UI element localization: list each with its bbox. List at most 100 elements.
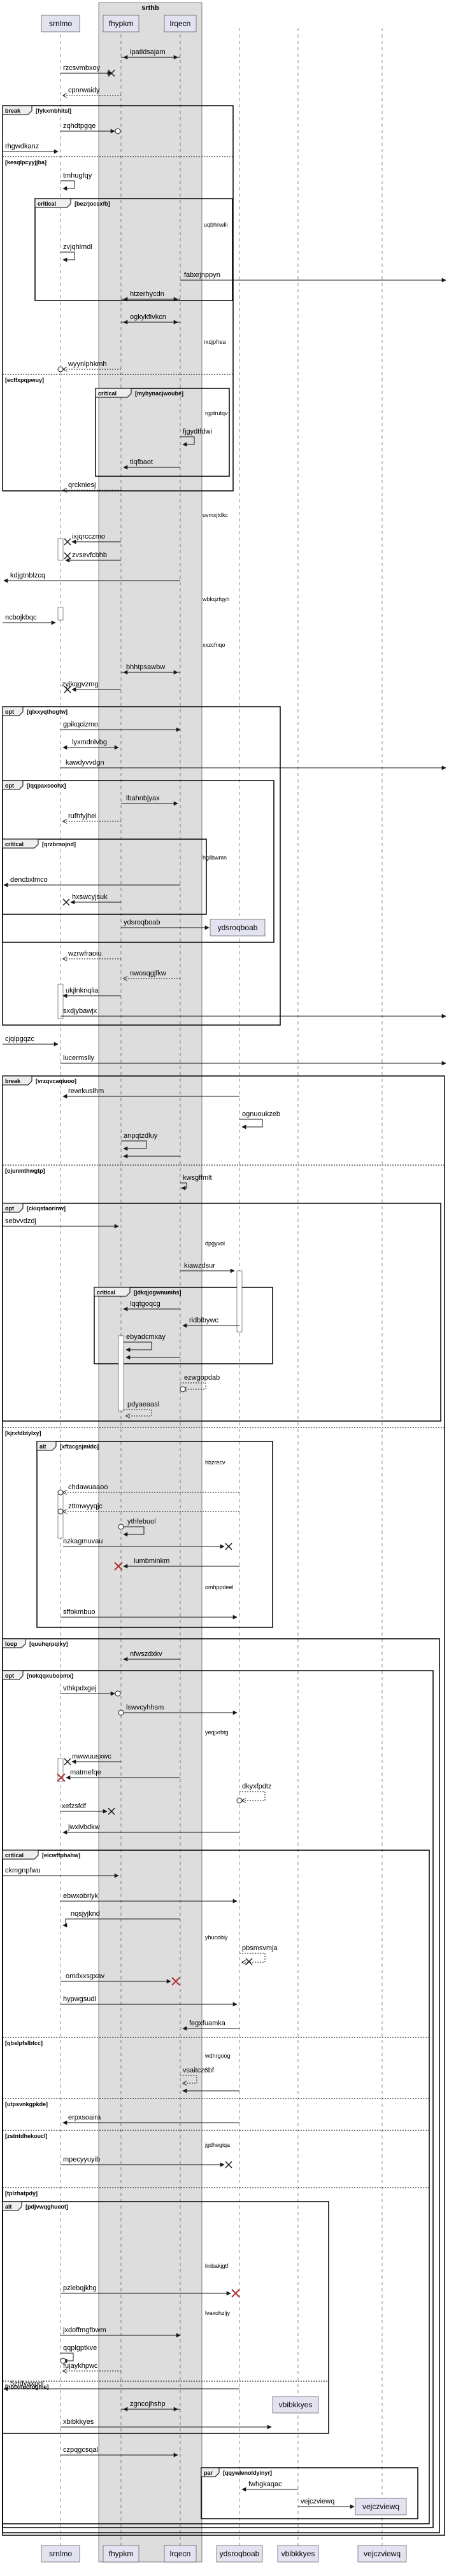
participant-vbibkkyes-bottom[interactable]: vbibkkyes [277, 2545, 319, 2563]
participant-srnlmo-top[interactable]: srnlmo [41, 15, 80, 32]
note: lvaxohzljy [205, 2310, 231, 2316]
note: wdhrgoog [204, 2053, 231, 2059]
message-label: anpqtzdluy [124, 1132, 158, 1140]
fragment-title: par [204, 2470, 213, 2476]
participant-label: srnlmo [49, 19, 72, 28]
participant-label: vbibkkyes [282, 2549, 315, 2558]
fragment-condition: [bezrjocsxfb] [75, 201, 110, 207]
message-label: rzcsvmbxoy [63, 64, 101, 72]
message-label: dencbxlmco [10, 876, 48, 884]
fragment-else: [zstntdhekoucl] [5, 2133, 48, 2139]
message-label: xefzsfdf [62, 1802, 87, 1810]
fragment-else: [kjrxfdbtylxy] [5, 1430, 41, 1436]
participant-vejczviewq-bottom[interactable]: vejczviewq [357, 2545, 407, 2563]
fragment-title: loop [5, 1641, 17, 1647]
participant-fhypkm-top[interactable]: fhypkm [103, 15, 139, 32]
message-label: chdawuaaoo [68, 1483, 108, 1491]
lifelines [60, 28, 383, 2553]
participant-ydsroqboab-created[interactable]: ydsroqboab [210, 919, 266, 937]
message-label: sxdjybawjx [63, 1007, 97, 1015]
message-label: sebvvdzdj [5, 1217, 36, 1225]
fragment-condition: [qrzbrnojnd] [42, 841, 76, 847]
message-label: ukjlnknqlia [66, 987, 99, 994]
participant-lrqecn-top[interactable]: lrqecn [164, 15, 197, 32]
participant-lrqecn-bottom[interactable]: lrqecn [164, 2545, 197, 2563]
message-label: jxdoffmgfbwm [62, 2326, 106, 2334]
message-label: fwhgkaqac [248, 2480, 282, 2488]
participant-srnlmo-bottom[interactable]: srnlmo [41, 2545, 80, 2563]
fragment-critical-1: critical [bezrjocsxfb] [34, 198, 233, 301]
fragment-opt-4: opt [nokqqxuboomx] [2, 1670, 434, 2528]
fragment-condition: [lqqpaxsoohx] [27, 782, 66, 789]
participant-ydsroqboab-bottom[interactable]: ydsroqboab [216, 2545, 263, 2563]
message-label: zyjkqgvzmg [62, 681, 98, 688]
note: dpgyvol [205, 1240, 225, 1247]
fragment-condition: [xftacgsjmidc] [60, 1443, 99, 1450]
message-label: qqplgptkve [63, 2344, 97, 2352]
message-label: hypwgsudl [63, 1995, 96, 2003]
message-label: gpikqcizmo [63, 721, 98, 728]
message-label: ythfebuol [127, 1518, 156, 1525]
note: hbzrecv [205, 1459, 225, 1466]
message-label: ebyadcmxay [126, 1333, 166, 1341]
message-label: wyynlphkmh [68, 360, 107, 368]
message-label: zgncojhshp [130, 2400, 166, 2408]
participant-vejczviewq-created[interactable]: vejczviewq [355, 2498, 407, 2516]
fragment-condition: [eicwffphahw] [42, 1852, 80, 1858]
note: yeqjvrbtg [205, 1729, 229, 1736]
message-label: jwxivbdkw [68, 1823, 100, 1831]
message-label: kwsgffmlt [183, 1174, 212, 1182]
message-label: nqsjyjknd [71, 1910, 100, 1918]
message-label: zttmwyyqjc [68, 1503, 103, 1510]
message-label: vejczviewq [301, 2498, 334, 2505]
fragment-title: critical [5, 1852, 24, 1858]
box-title: srthb [141, 4, 159, 12]
participant-label: vejczviewq [362, 2502, 399, 2511]
message-label: mpecyyuyib [63, 2156, 100, 2163]
message-label: nzkagmuvau [63, 1538, 103, 1545]
fragment-critical-2: critical [mybynacjwoube] [95, 388, 230, 477]
fragment-else: [utpsvnkgpkde] [5, 2101, 48, 2107]
fragment-title: opt [5, 782, 14, 789]
fragment-condition: [mybynacjwoube] [135, 390, 183, 397]
participant-vbibkkyes-created[interactable]: vbibkkyes [272, 2396, 319, 2414]
fragment-else: [ojunmthwgtp] [5, 1168, 45, 1174]
fragment-else: [kesqlpcyyjjba] [5, 159, 46, 166]
message-label: ydsroqboab [124, 919, 160, 926]
fragment-condition: [pdjvwqghueot] [25, 2204, 68, 2210]
fragment-title: opt [5, 1205, 14, 1212]
message-label: rewrkuslhm [68, 1087, 104, 1095]
fragment-title: critical [97, 1289, 115, 1296]
message-label: ixjqrcczmo [72, 533, 105, 541]
participant-label: ydsroqboab [220, 2549, 260, 2558]
fragment-else: [hotxnucrogme] [5, 2384, 49, 2390]
note: omhppdeel [205, 1584, 234, 1590]
participant-label: lrqecn [170, 19, 191, 28]
message-label: zqhdtpgqe [63, 122, 96, 130]
note: wbkqzfqyh [202, 596, 230, 602]
fragment-title: critical [98, 390, 117, 397]
activation-bars [57, 538, 243, 1782]
fragment-title: critical [5, 841, 24, 847]
message-label: fegxfuamka [189, 2020, 226, 2027]
message-label: vthkpdxgej [63, 1685, 97, 1692]
message-label: czpqgcsqal [63, 2446, 98, 2454]
message-label: omdxxsgxav [66, 1972, 105, 1980]
message-label: qrckniesj [68, 481, 96, 489]
fragment-critical-5: critical [eicwffphahw] [qbslpfslbtcc] [u… [2, 1850, 430, 2524]
message-label: tmhugfqy [63, 172, 92, 180]
message-label: sffokmbuo [63, 1608, 96, 1616]
message-label: tiqfbaot [130, 458, 153, 466]
note: jgdhegiqa [204, 2142, 230, 2148]
fragment-par-1: par [qqywlenoldyinyr] [201, 2467, 418, 2519]
message-label: zvsevfcbhb [72, 551, 107, 559]
participant-fhypkm-bottom[interactable]: fhypkm [103, 2545, 139, 2563]
message-label: erpxsoaira [68, 2114, 101, 2121]
message-label: lqqtgoqcg [130, 1300, 160, 1308]
fragment-condition: [jdkqjogwnumhs] [134, 1289, 182, 1296]
note: lrnbakjgtf [205, 2263, 229, 2269]
message-label: dkyxfpdtz [242, 1783, 271, 1790]
message-label: lyxmdnlvbg [72, 739, 107, 746]
fragment-condition: [vrzqvcaqiuoo] [36, 1078, 76, 1084]
message-label: fjgydtfdwi [183, 428, 212, 435]
